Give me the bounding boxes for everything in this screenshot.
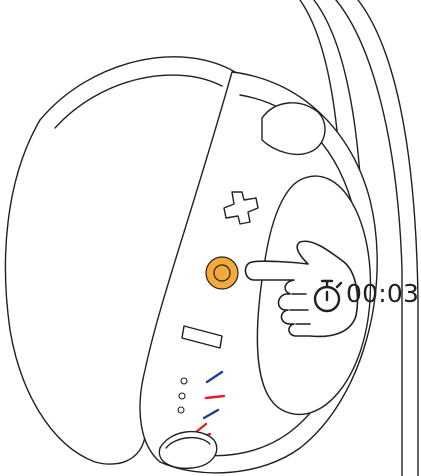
led-indicators — [177, 377, 188, 414]
stopwatch-icon — [313, 279, 343, 313]
volume-down-button — [181, 325, 223, 349]
ear-cushion — [4, 56, 251, 465]
timer-label: 00:03 — [346, 279, 420, 308]
hand-icon — [244, 240, 359, 338]
volume-up-button — [223, 191, 259, 225]
charging-port — [158, 430, 218, 469]
power-button — [205, 256, 239, 290]
